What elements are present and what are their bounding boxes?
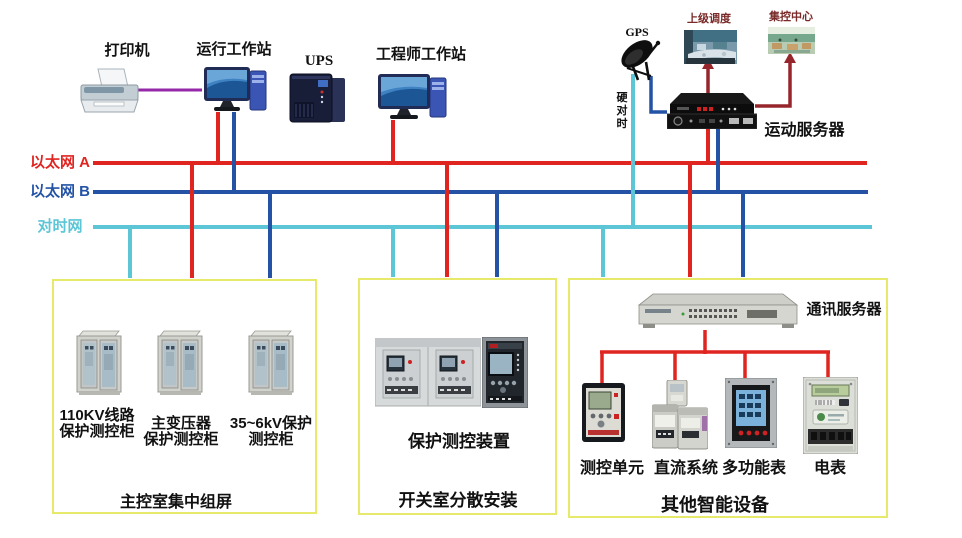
superior-dispatch-label: 上级调度 [687,13,731,25]
electric-meter-image [802,376,859,455]
control-room-title: 主控室集中组屏 [119,494,232,511]
uplink-central-line [755,61,792,108]
gps-dish-image [618,35,666,83]
control-room-panel [52,279,317,514]
protection-device-1-image [374,338,429,408]
hard-time-sync-label: 硬 对 时 [616,92,628,130]
protection-device-2-image [427,338,482,408]
multifunction-meter-label: 多功能表 [722,460,787,477]
ethernet-a-label: 以太网 A [29,154,90,171]
multifunction-meter-image [724,377,778,449]
central-control-image [768,27,815,54]
comm-server-image [637,293,800,331]
smart-devices-panel [568,278,888,518]
cabinet-110kv-image [75,330,123,398]
protection-devices-label: 保护测控装置 [408,432,510,451]
ups-label: UPS [304,53,334,69]
measure-unit-image [582,383,625,442]
comm-server-label: 通讯服务器 [806,301,882,318]
operator-workstation-label: 运行工作站 [196,41,272,58]
telecontrol-server-image [666,93,758,130]
cabinet-transformer-label: 主变压器 保护测控柜 [143,415,219,448]
protection-device-3-image [481,336,529,409]
cabinet-110kv-label: 110KV线路 保护测控柜 [59,407,135,440]
printer-label: 打印机 [104,42,150,59]
telecontrol-server-label: 运动服务器 [764,122,845,139]
electric-meter-label: 电表 [814,460,847,477]
time-sync-label: 对时网 [37,218,83,235]
gps-label: GPS [625,25,649,39]
cabinet-35kv-image [247,330,295,398]
engineer-workstation-image [378,74,448,120]
gps-server-link [649,76,667,114]
ups-image [288,72,348,124]
cabinet-transformer-image [156,330,204,398]
superior-dispatch-image [684,30,737,64]
switch-room-title: 开关室分散安装 [398,491,518,510]
switch-room-panel [358,278,557,515]
engineer-workstation-label: 工程师工作站 [375,46,466,63]
cabinet-35kv-label: 35~6kV保护 测控柜 [229,415,313,448]
ethernet-b-label: 以太网 B [29,183,90,200]
dc-system-image [651,379,709,450]
operator-workstation-image [204,67,268,113]
printer-image [80,67,140,114]
uplink-central-arrowhead [784,52,796,63]
smart-devices-title: 其他智能设备 [661,495,769,515]
dc-system-label: 直流系统 [654,460,719,477]
measure-unit-label: 测控单元 [580,460,645,477]
central-control-label: 集控中心 [769,11,813,23]
